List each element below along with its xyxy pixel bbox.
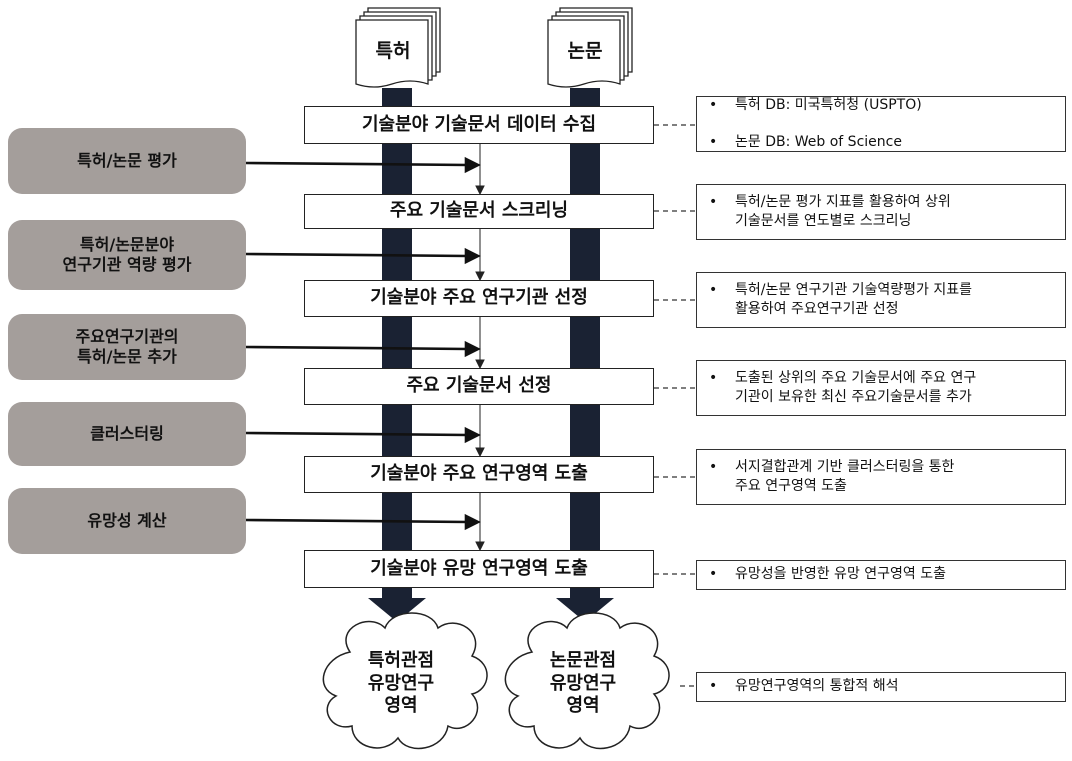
step-document-screening: 주요 기술문서 스크리닝	[304, 194, 654, 229]
step-research-area-derivation: 기술분야 주요 연구영역 도출	[304, 456, 654, 493]
input-evaluation: 특허/논문 평가	[8, 128, 246, 194]
note-screening: 특허/논문 평가 지표를 활용하여 상위 기술문서를 연도별로 스크리닝	[696, 184, 1066, 240]
note-item: 유망성을 반영한 유망 연구영역 도출	[709, 565, 946, 585]
input-promisingness: 유망성 계산	[8, 488, 246, 554]
patent-pillar	[368, 88, 426, 622]
note-item: 특허 DB: 미국특허청 (USPTO)	[709, 96, 922, 116]
paper-doc-label: 논문	[567, 40, 603, 63]
note-item: 논문 DB: Web of Science	[709, 133, 922, 153]
note-integrated-interpretation: 유망연구영역의 통합적 해석	[696, 672, 1066, 702]
step-flow-arrows	[475, 144, 485, 552]
input-institution-capability: 특허/논문분야 연구기관 역량 평가	[8, 220, 246, 290]
note-item: 서지결합관계 기반 클러스터링을 통한 주요 연구영역 도출	[709, 458, 954, 497]
patent-document-stack-icon	[355, 7, 441, 88]
note-clustering: 서지결합관계 기반 클러스터링을 통한 주요 연구영역 도출	[696, 449, 1066, 505]
paper-outcome-cloud	[504, 612, 670, 750]
paper-outcome-label: 논문관점 유망연구 영역	[549, 650, 617, 717]
note-data-sources: 특허 DB: 미국특허청 (USPTO) 논문 DB: Web of Scien…	[696, 96, 1066, 152]
paper-document-stack-icon	[547, 7, 633, 88]
input-clustering: 클러스터링	[8, 402, 246, 466]
input-arrows	[245, 156, 481, 531]
paper-pillar	[556, 88, 614, 622]
input-institution-documents: 주요연구기관의 특허/논문 추가	[8, 314, 246, 380]
note-item: 특허/논문 평가 지표를 활용하여 상위 기술문서를 연도별로 스크리닝	[709, 193, 951, 232]
patent-outcome-cloud	[322, 612, 488, 750]
step-data-collection: 기술분야 기술문서 데이터 수집	[304, 106, 654, 144]
note-item: 유망연구영역의 통합적 해석	[709, 677, 898, 697]
note-connectors	[654, 124, 696, 687]
patent-doc-label: 특허	[375, 40, 411, 63]
note-item: 특허/논문 연구기관 기술역량평가 지표를 활용하여 주요연구기관 선정	[709, 281, 972, 320]
step-document-selection: 주요 기술문서 선정	[304, 368, 654, 405]
note-document-selection: 도출된 상위의 주요 기술문서에 주요 연구 기관이 보유한 최신 주요기술문서…	[696, 360, 1066, 416]
note-institution-selection: 특허/논문 연구기관 기술역량평가 지표를 활용하여 주요연구기관 선정	[696, 272, 1066, 328]
step-institution-selection: 기술분야 주요 연구기관 선정	[304, 280, 654, 317]
step-promising-area-derivation: 기술분야 유망 연구영역 도출	[304, 550, 654, 588]
patent-outcome-label: 특허관점 유망연구 영역	[367, 650, 435, 717]
note-promising-areas: 유망성을 반영한 유망 연구영역 도출	[696, 560, 1066, 590]
note-item: 도출된 상위의 주요 기술문서에 주요 연구 기관이 보유한 최신 주요기술문서…	[709, 369, 976, 408]
